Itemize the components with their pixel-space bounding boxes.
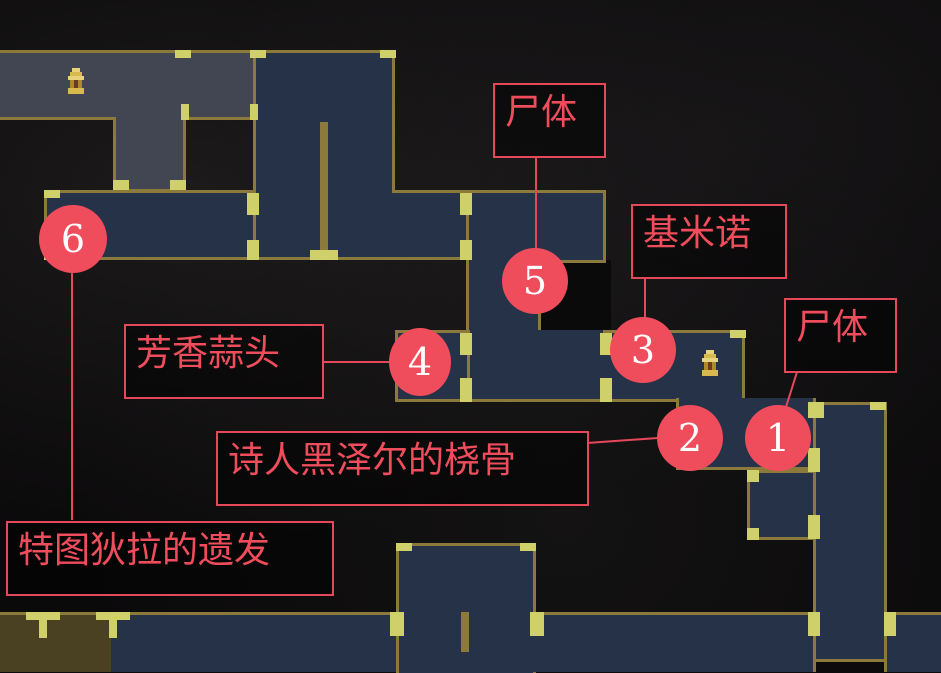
- door-cap: [380, 50, 396, 58]
- door-cap: [250, 50, 266, 58]
- marker-6[interactable]: 6: [39, 205, 107, 273]
- map-room-gray-top[interactable]: [0, 50, 186, 120]
- connector-line-3: [644, 277, 646, 321]
- shrine-icon[interactable]: [700, 350, 720, 376]
- door-cap: [460, 378, 472, 402]
- map-room-bottom-right[interactable]: [533, 612, 816, 672]
- door-cap: [44, 190, 60, 198]
- door-cap: [530, 612, 544, 636]
- door-cap: [396, 543, 412, 551]
- marker-3[interactable]: 3: [610, 317, 676, 383]
- marker-5[interactable]: 5: [502, 248, 568, 314]
- door-cap: [870, 402, 886, 410]
- door-cap: [26, 612, 60, 620]
- map-wall: [461, 612, 469, 652]
- door-cap: [96, 612, 130, 620]
- door-cap: [39, 618, 47, 638]
- door-cap: [747, 528, 759, 540]
- door-cap: [247, 240, 259, 260]
- door-cap: [113, 180, 129, 190]
- map-room-bottom-corridor[interactable]: [111, 612, 401, 672]
- door-cap: [247, 193, 259, 215]
- door-cap: [520, 543, 536, 551]
- door-cap: [170, 180, 186, 190]
- connector-line-5: [535, 156, 537, 248]
- map-wall: [538, 260, 606, 263]
- marker-1[interactable]: 1: [745, 405, 811, 471]
- label-6-hair: 特图狄拉的遗发: [6, 521, 334, 596]
- marker-2[interactable]: 2: [657, 405, 723, 471]
- door-cap: [808, 612, 820, 636]
- connector-line-4: [322, 361, 390, 363]
- connector-line-6: [71, 272, 73, 520]
- door-cap: [808, 402, 824, 418]
- door-cap: [460, 240, 472, 260]
- door-cap: [747, 470, 759, 482]
- map-wall: [320, 122, 328, 260]
- label-3-kimino: 基米诺: [631, 204, 787, 279]
- door-cap: [181, 104, 189, 120]
- map-room-right-shaft[interactable]: [813, 402, 887, 662]
- map-room-gray-small[interactable]: [183, 50, 256, 120]
- label-4-garlic: 芳香蒜头: [124, 324, 324, 399]
- door-cap: [250, 104, 258, 120]
- map-room-bottom-unexplored[interactable]: [0, 612, 114, 672]
- door-cap: [884, 612, 896, 636]
- label-1-corpse: 尸体: [784, 298, 897, 373]
- door-cap: [109, 618, 117, 638]
- door-cap: [175, 50, 191, 58]
- shrine-icon[interactable]: [66, 68, 86, 94]
- marker-4[interactable]: 4: [389, 328, 451, 396]
- door-cap: [600, 333, 612, 355]
- map-room-bottom-tall[interactable]: [396, 543, 536, 673]
- door-cap: [460, 193, 472, 215]
- door-cap: [730, 330, 746, 338]
- door-cap: [600, 378, 612, 402]
- label-5-corpse: 尸体: [493, 83, 606, 158]
- label-2-radius: 诗人黑泽尔的桡骨: [216, 431, 589, 506]
- door-cap: [310, 250, 338, 260]
- door-cap: [808, 515, 820, 539]
- door-cap: [808, 448, 820, 472]
- door-cap: [460, 333, 472, 355]
- door-cap: [390, 612, 404, 636]
